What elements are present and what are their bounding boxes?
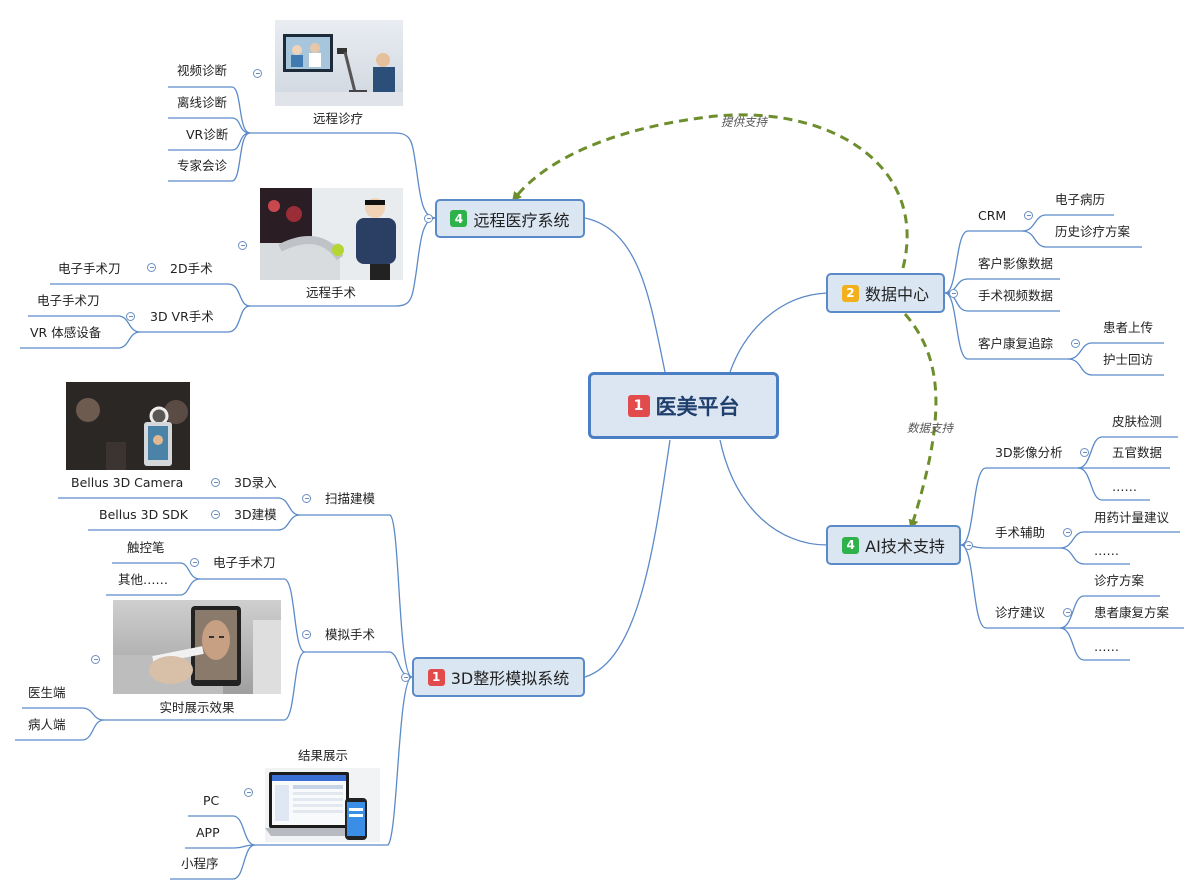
- item-bellus-sdk[interactable]: Bellus 3D SDK: [99, 507, 188, 522]
- item-recovery-tracking[interactable]: 客户康复追踪: [978, 336, 1054, 351]
- topic-label: 3D整形模拟系统: [450, 669, 570, 688]
- relation-label-support: 提供支持: [721, 115, 767, 129]
- collapse-icon[interactable]: [401, 673, 410, 682]
- item-miniprogram[interactable]: 小程序: [181, 856, 219, 871]
- item-recovery-plan[interactable]: 患者康复方案: [1094, 605, 1170, 620]
- collapse-icon[interactable]: [1080, 448, 1089, 457]
- item-treatment-plan[interactable]: 诊疗方案: [1094, 573, 1145, 588]
- item-facial-data[interactable]: 五官数据: [1112, 445, 1163, 460]
- relation-label-data: 数据支持: [907, 421, 953, 435]
- item-realtime-effect[interactable]: 实时展示效果: [159, 700, 235, 715]
- item-assist-more[interactable]: ……: [1094, 543, 1119, 558]
- topic-ai-support[interactable]: 4 AI技术支持: [826, 525, 961, 565]
- collapse-icon[interactable]: [91, 655, 100, 664]
- item-image-data[interactable]: 客户影像数据: [978, 256, 1054, 271]
- item-nurse-visit[interactable]: 护士回访: [1103, 352, 1154, 367]
- relation-arrow-data: [903, 313, 938, 530]
- item-expert-consult[interactable]: 专家会诊: [177, 158, 228, 173]
- item-2d-surgery[interactable]: 2D手术: [170, 261, 213, 276]
- relation-arrow-support: [511, 113, 909, 269]
- subtopic-scan-model[interactable]: 扫描建模: [325, 491, 376, 506]
- item-3d-model[interactable]: 3D建模: [234, 507, 277, 522]
- collapse-icon[interactable]: [424, 214, 433, 223]
- collapse-icon[interactable]: [211, 478, 220, 487]
- subtopic-sim-surgery[interactable]: 模拟手术: [325, 627, 376, 642]
- item-history-plan[interactable]: 历史诊疗方案: [1055, 224, 1131, 239]
- item-dosage-advice[interactable]: 用药计量建议: [1094, 510, 1170, 525]
- collapse-icon[interactable]: [238, 241, 247, 250]
- topic-label: 远程医疗系统: [473, 210, 570, 230]
- photo-bellus-camera: [66, 382, 190, 470]
- item-video-diagnosis[interactable]: 视频诊断: [177, 63, 228, 78]
- subtopic-remote-surgery[interactable]: 远程手术: [305, 285, 357, 300]
- photo-laptop-phone: [265, 768, 380, 842]
- photo-touch-surgery: [113, 600, 281, 694]
- item-video-data[interactable]: 手术视频数据: [978, 288, 1054, 303]
- photo-remote-surgery: [260, 188, 403, 280]
- root-node[interactable]: 1 医美平台: [588, 372, 779, 439]
- item-doctor-end[interactable]: 医生端: [28, 685, 66, 700]
- item-vr-device[interactable]: VR 体感设备: [30, 325, 102, 340]
- item-crm[interactable]: CRM: [978, 208, 1007, 223]
- collapse-icon[interactable]: [964, 541, 973, 550]
- collapse-icon[interactable]: [1063, 608, 1072, 617]
- topic-label: AI技术支持: [865, 537, 945, 556]
- item-2d-scalpel[interactable]: 电子手术刀: [58, 261, 121, 276]
- item-emr[interactable]: 电子病历: [1055, 192, 1106, 207]
- subtopic-remote-diagnosis[interactable]: 远程诊疗: [312, 111, 364, 126]
- item-vr-diagnosis[interactable]: VR诊断: [186, 127, 229, 142]
- item-offline-diagnosis[interactable]: 离线诊断: [177, 95, 228, 110]
- topic-3d-simulation[interactable]: 1 3D整形模拟系统: [412, 657, 585, 697]
- topic-remote-medical[interactable]: 4 远程医疗系统: [435, 199, 585, 238]
- priority-badge: 4: [842, 536, 860, 554]
- priority-badge: 1: [627, 394, 650, 417]
- collapse-icon[interactable]: [244, 788, 253, 797]
- connector-lines: [15, 86, 1184, 880]
- item-e-scalpel[interactable]: 电子手术刀: [213, 555, 276, 570]
- root-label: 医美平台: [655, 394, 740, 419]
- collapse-icon[interactable]: [302, 494, 311, 503]
- item-3d-scalpel[interactable]: 电子手术刀: [37, 293, 100, 308]
- collapse-icon[interactable]: [302, 630, 311, 639]
- collapse-icon[interactable]: [190, 558, 199, 567]
- priority-badge: 2: [841, 284, 859, 302]
- collapse-icon[interactable]: [126, 312, 135, 321]
- priority-badge: 1: [427, 668, 445, 686]
- item-3d-analysis[interactable]: 3D影像分析: [995, 445, 1063, 460]
- item-surgery-assist[interactable]: 手术辅助: [995, 525, 1046, 540]
- item-patient-upload[interactable]: 患者上传: [1103, 320, 1154, 335]
- item-pc[interactable]: PC: [203, 793, 220, 808]
- item-app[interactable]: APP: [196, 825, 220, 840]
- collapse-icon[interactable]: [1024, 211, 1033, 220]
- item-stylus[interactable]: 触控笔: [127, 540, 165, 555]
- item-3d-vr-surgery[interactable]: 3D VR手术: [150, 309, 214, 324]
- item-3d-record[interactable]: 3D录入: [234, 475, 277, 490]
- collapse-icon[interactable]: [949, 289, 958, 298]
- item-bellus-camera[interactable]: Bellus 3D Camera: [71, 475, 184, 490]
- subtopic-result-display[interactable]: 结果展示: [297, 748, 349, 763]
- collapse-icon[interactable]: [1071, 339, 1080, 348]
- item-advice-more[interactable]: ……: [1094, 639, 1119, 654]
- photo-telemedicine: [275, 20, 403, 106]
- collapse-icon[interactable]: [147, 263, 156, 272]
- collapse-icon[interactable]: [1063, 528, 1072, 537]
- item-patient-end[interactable]: 病人端: [28, 717, 66, 732]
- item-treatment-advice[interactable]: 诊疗建议: [995, 605, 1046, 620]
- item-analysis-more[interactable]: ……: [1112, 479, 1137, 494]
- item-other[interactable]: 其他……: [118, 572, 169, 587]
- collapse-icon[interactable]: [211, 510, 220, 519]
- collapse-icon[interactable]: [253, 69, 262, 78]
- priority-badge: 4: [450, 210, 468, 227]
- topic-data-center[interactable]: 2 数据中心: [826, 273, 945, 313]
- item-skin-detect[interactable]: 皮肤检测: [1112, 414, 1163, 429]
- topic-label: 数据中心: [864, 285, 929, 304]
